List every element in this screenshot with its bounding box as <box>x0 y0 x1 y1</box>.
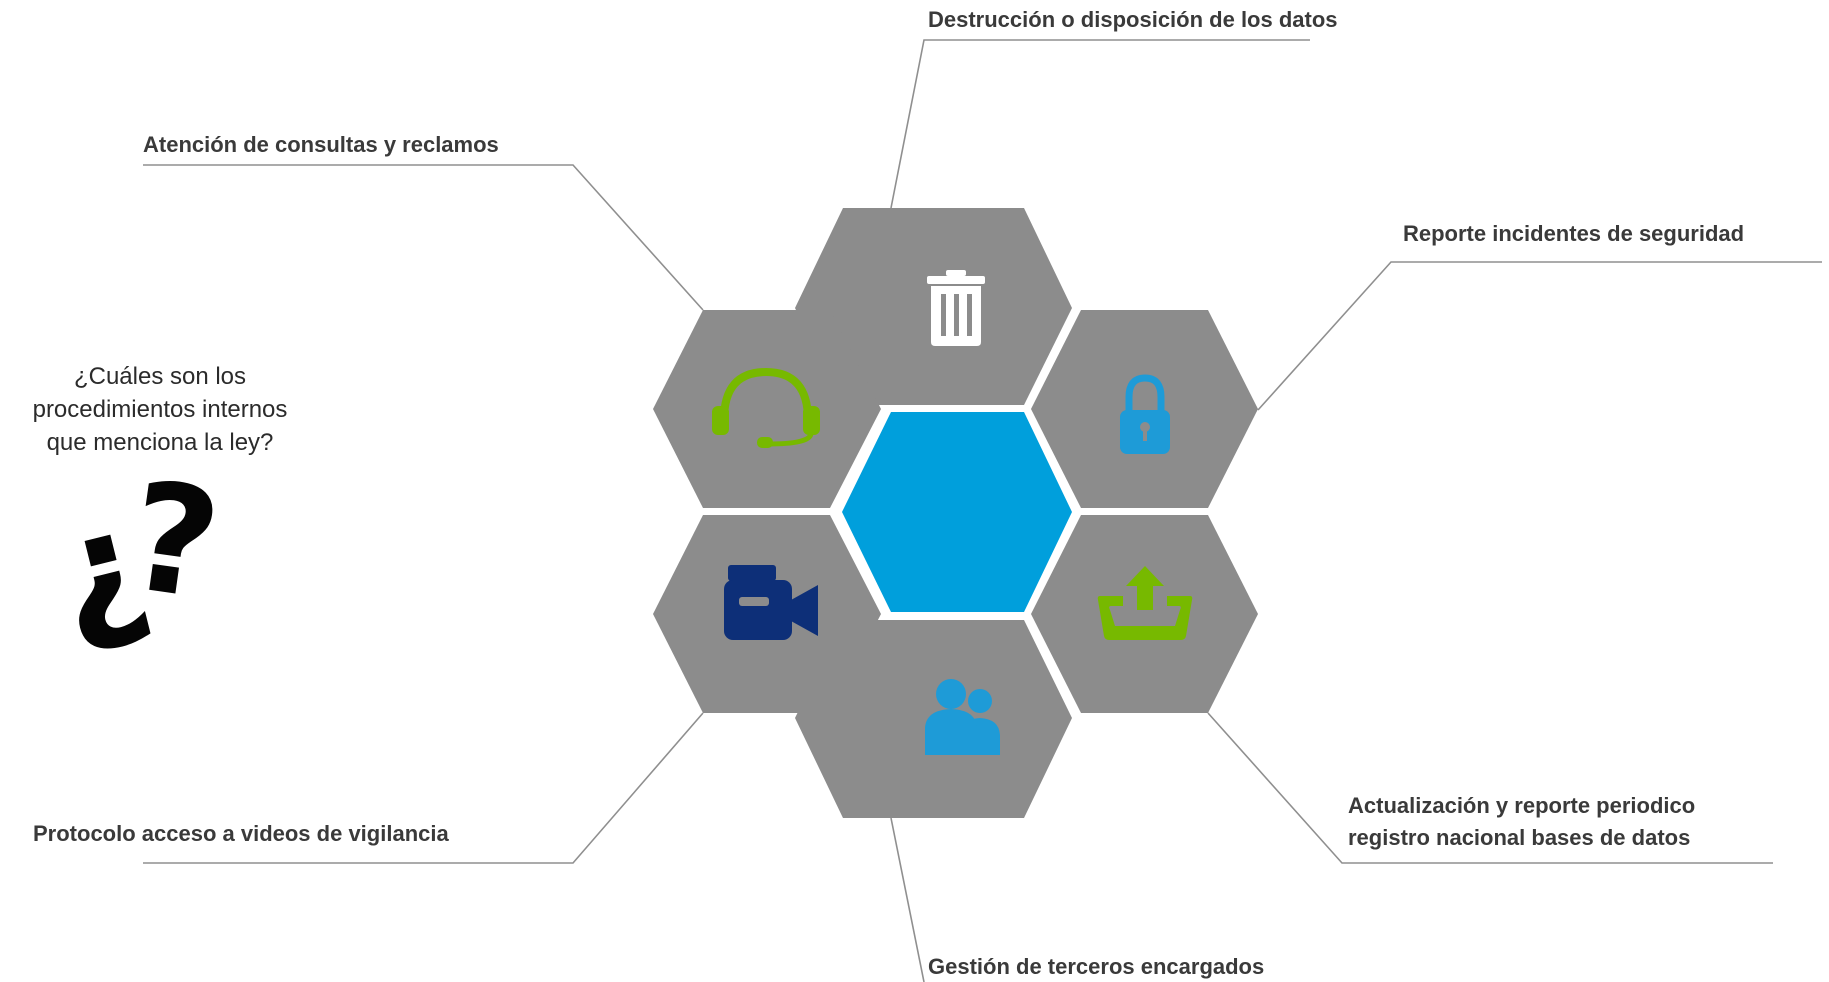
label-consultations: Atención de consultas y reclamos <box>143 132 499 157</box>
hex-consultations <box>653 310 881 508</box>
connector-lines <box>143 39 1822 982</box>
headset-icon <box>712 367 820 448</box>
question-line-3: que menciona la ley? <box>46 429 274 456</box>
hex-center <box>842 412 1072 612</box>
label-registry-line1: Actualización y reporte periodico <box>1348 793 1696 818</box>
label-registry-line2: registro nacional bases de datos <box>1348 825 1691 850</box>
upload-tray-icon <box>1097 566 1193 640</box>
connector-destruction <box>890 39 1310 209</box>
connector-third-parties <box>890 817 925 982</box>
connector-security <box>1257 261 1822 411</box>
question-mark: ? <box>118 449 220 633</box>
hex-security <box>1031 310 1258 508</box>
hex-registry <box>1031 515 1258 713</box>
question-text: ¿Cuáles son los procedimientos internos … <box>0 360 320 459</box>
connector-consultations <box>143 164 704 311</box>
video-camera-icon <box>724 565 818 640</box>
label-videos: Protocolo acceso a videos de vigilancia <box>33 821 449 846</box>
question-line-1: ¿Cuáles son los <box>73 363 247 390</box>
label-registry: Actualización y reporte periodico regist… <box>1348 790 1695 854</box>
connector-registry <box>1207 712 1773 864</box>
padlock-icon <box>1120 374 1170 454</box>
connector-videos <box>143 712 704 864</box>
label-security: Reporte incidentes de seguridad <box>1403 221 1745 246</box>
question-line-2: procedimientos internos <box>32 396 288 423</box>
label-destruction: Destrucción o disposición de los datos <box>928 7 1338 32</box>
label-third-parties: Gestión de terceros encargados <box>928 954 1265 979</box>
question-mark-icon: ¿? <box>36 450 219 665</box>
users-icon <box>925 679 1000 755</box>
trash-icon <box>927 270 985 346</box>
